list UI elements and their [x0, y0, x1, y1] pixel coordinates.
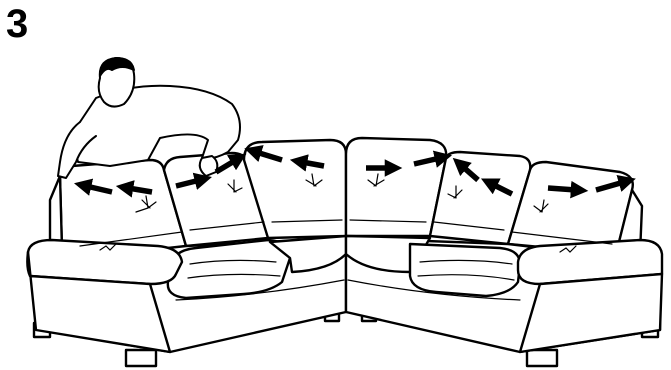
- arrow-10: [480, 178, 514, 197]
- arrow-3: [175, 172, 212, 190]
- arm-front-right: [518, 272, 664, 354]
- arrow-12: [595, 174, 636, 193]
- armrest-right: [516, 238, 664, 286]
- arrow-4: [214, 153, 247, 175]
- sofa-details: [79, 173, 613, 301]
- step-number: 3: [6, 2, 29, 46]
- sofa: [26, 136, 664, 368]
- sofa-leg-right: [525, 348, 559, 368]
- seat-cushion-4: [408, 242, 522, 298]
- arrow-8: [413, 150, 453, 168]
- arrow-6: [289, 154, 325, 172]
- seat-cushion-1: [166, 238, 292, 300]
- person-arm-left: [57, 121, 97, 179]
- arrows: [73, 145, 636, 199]
- person-torso: [74, 84, 241, 167]
- arrow-2: [115, 180, 153, 198]
- arrow-1: [73, 178, 113, 196]
- arrow-5: [244, 145, 283, 163]
- arrow-9: [452, 157, 480, 183]
- person: [57, 57, 241, 179]
- arrow-11: [547, 180, 589, 199]
- person-hand-right: [198, 155, 219, 177]
- arm-front-left: [26, 250, 172, 354]
- person-hair: [99, 57, 135, 77]
- sofa-leg-left: [124, 348, 158, 368]
